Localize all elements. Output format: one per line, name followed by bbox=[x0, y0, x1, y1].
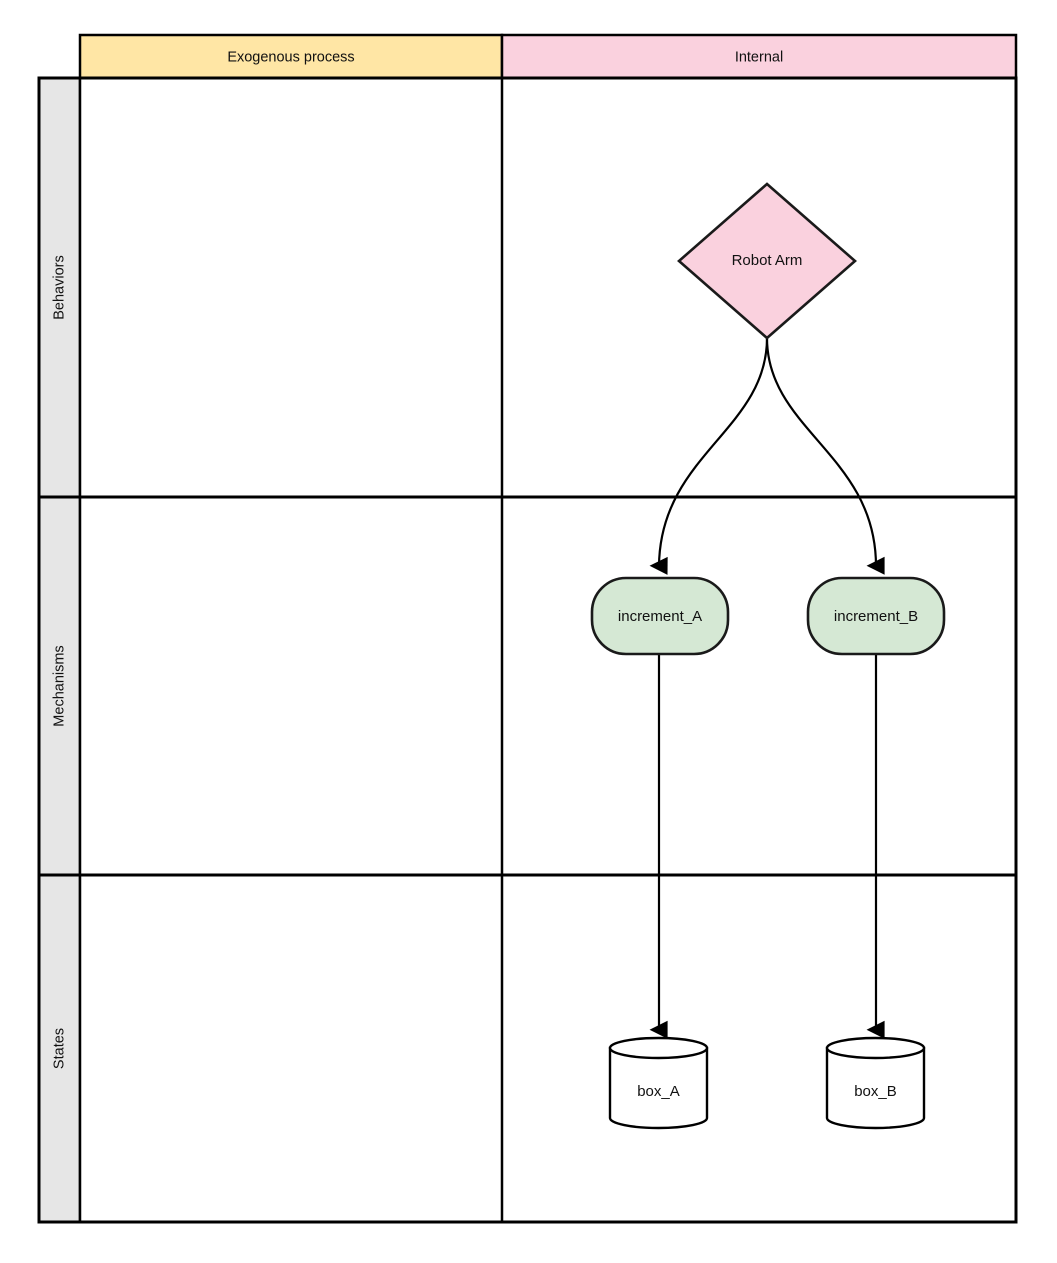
cylinder-body bbox=[608, 1046, 709, 1130]
edge-robot-arm-to-increment-a[interactable] bbox=[649, 337, 769, 575]
row-headers: Behaviors Mechanisms States bbox=[37, 76, 82, 1224]
grid-outer-border bbox=[37, 76, 1018, 1224]
row-header-behaviors-label: Behaviors bbox=[51, 255, 67, 319]
node-increment-a[interactable]: increment_A bbox=[590, 576, 730, 656]
column-headers: Exogenous process Internal bbox=[78, 33, 1018, 80]
edges bbox=[649, 337, 885, 1039]
cell-internal-mechanisms[interactable] bbox=[502, 497, 1016, 875]
node-box-a[interactable]: box_A bbox=[608, 1036, 709, 1130]
cell-exogenous-states[interactable] bbox=[80, 875, 502, 1222]
column-header-internal[interactable] bbox=[500, 33, 1018, 80]
node-box-b[interactable]: box_B bbox=[825, 1036, 926, 1130]
nodes: Robot Arm increment_A increment_B box_A bbox=[590, 182, 946, 1130]
row-header-mechanisms-label: Mechanisms bbox=[51, 645, 67, 726]
cell-internal-states[interactable] bbox=[502, 875, 1016, 1222]
edge-robot-arm-to-increment-b[interactable] bbox=[765, 337, 885, 575]
cylinder-top bbox=[825, 1036, 926, 1060]
diamond-shape bbox=[677, 182, 857, 340]
cylinder-top bbox=[608, 1036, 709, 1060]
column-header-internal-label: Internal bbox=[735, 49, 783, 65]
cell-exogenous-behaviors[interactable] bbox=[80, 78, 502, 497]
cylinder-body bbox=[825, 1046, 926, 1130]
column-header-exogenous-label: Exogenous process bbox=[227, 49, 354, 65]
rounded-rect-shape bbox=[590, 576, 730, 656]
row-header-states-label: States bbox=[51, 1028, 67, 1069]
column-header-exogenous[interactable] bbox=[78, 33, 504, 80]
node-increment-b[interactable]: increment_B bbox=[806, 576, 946, 656]
cell-exogenous-mechanisms[interactable] bbox=[80, 497, 502, 875]
rounded-rect-shape bbox=[806, 576, 946, 656]
